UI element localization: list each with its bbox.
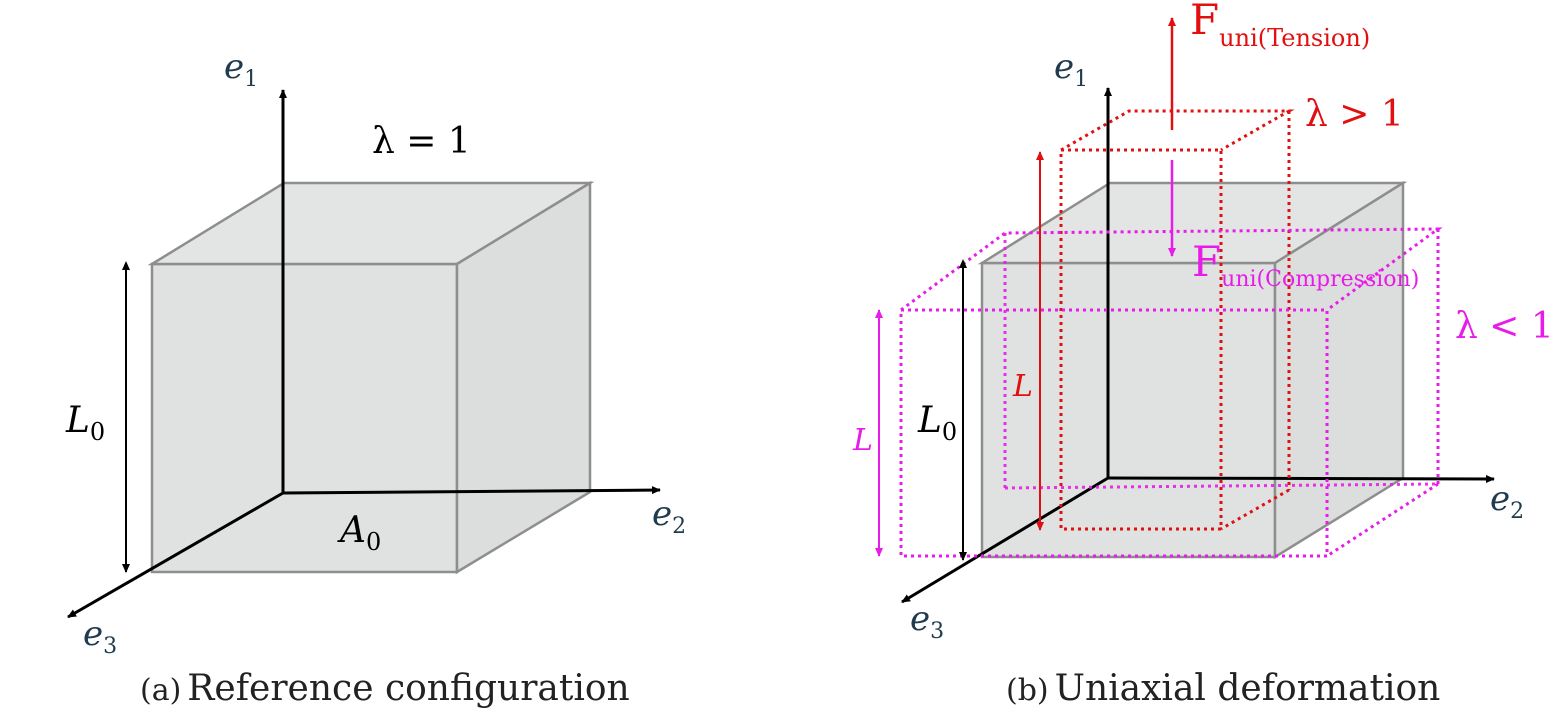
length-ref-label: L0 — [917, 400, 957, 446]
axis-e3-line-b — [901, 476, 1109, 604]
e2-label-b: e2 — [1490, 479, 1524, 524]
lambda-less-label: λ < 1 — [1455, 306, 1554, 347]
e3-label-b: e3 — [910, 599, 944, 644]
axis-e2-line — [282, 486, 661, 495]
compression-force-label: Funi(Compression) — [1192, 237, 1419, 292]
e2-label: e2 — [652, 494, 686, 539]
area-label: A0 — [337, 510, 381, 556]
e3-label: e3 — [83, 614, 117, 659]
reference-cube — [147, 180, 595, 575]
lambda-equals-one-label: λ = 1 — [372, 121, 471, 162]
length-compression-label: L — [852, 423, 873, 458]
length-label: L0 — [65, 400, 105, 446]
length-tension-label: L — [1012, 369, 1033, 404]
e1-label: e1 — [224, 47, 258, 92]
panel-b: e1 e2 e3 Funi(Tension) λ > 1 Funi(Compre… — [852, 0, 1554, 709]
panel-a: e1 e2 e3 λ = 1 L0 A0 (a)Reference config… — [65, 47, 686, 709]
axis-e3-line — [67, 491, 284, 619]
tension-force-label: Funi(Tension) — [1190, 0, 1370, 52]
caption-a: (a)Reference configuration — [140, 668, 630, 709]
compression-box — [899, 227, 1443, 558]
tension-box — [1059, 109, 1295, 531]
axis-e2-line-b — [1107, 474, 1495, 483]
lambda-greater-label: λ > 1 — [1305, 94, 1404, 135]
e1-label-b: e1 — [1054, 47, 1088, 92]
caption-b: (b)Uniaxial deformation — [1006, 668, 1440, 709]
